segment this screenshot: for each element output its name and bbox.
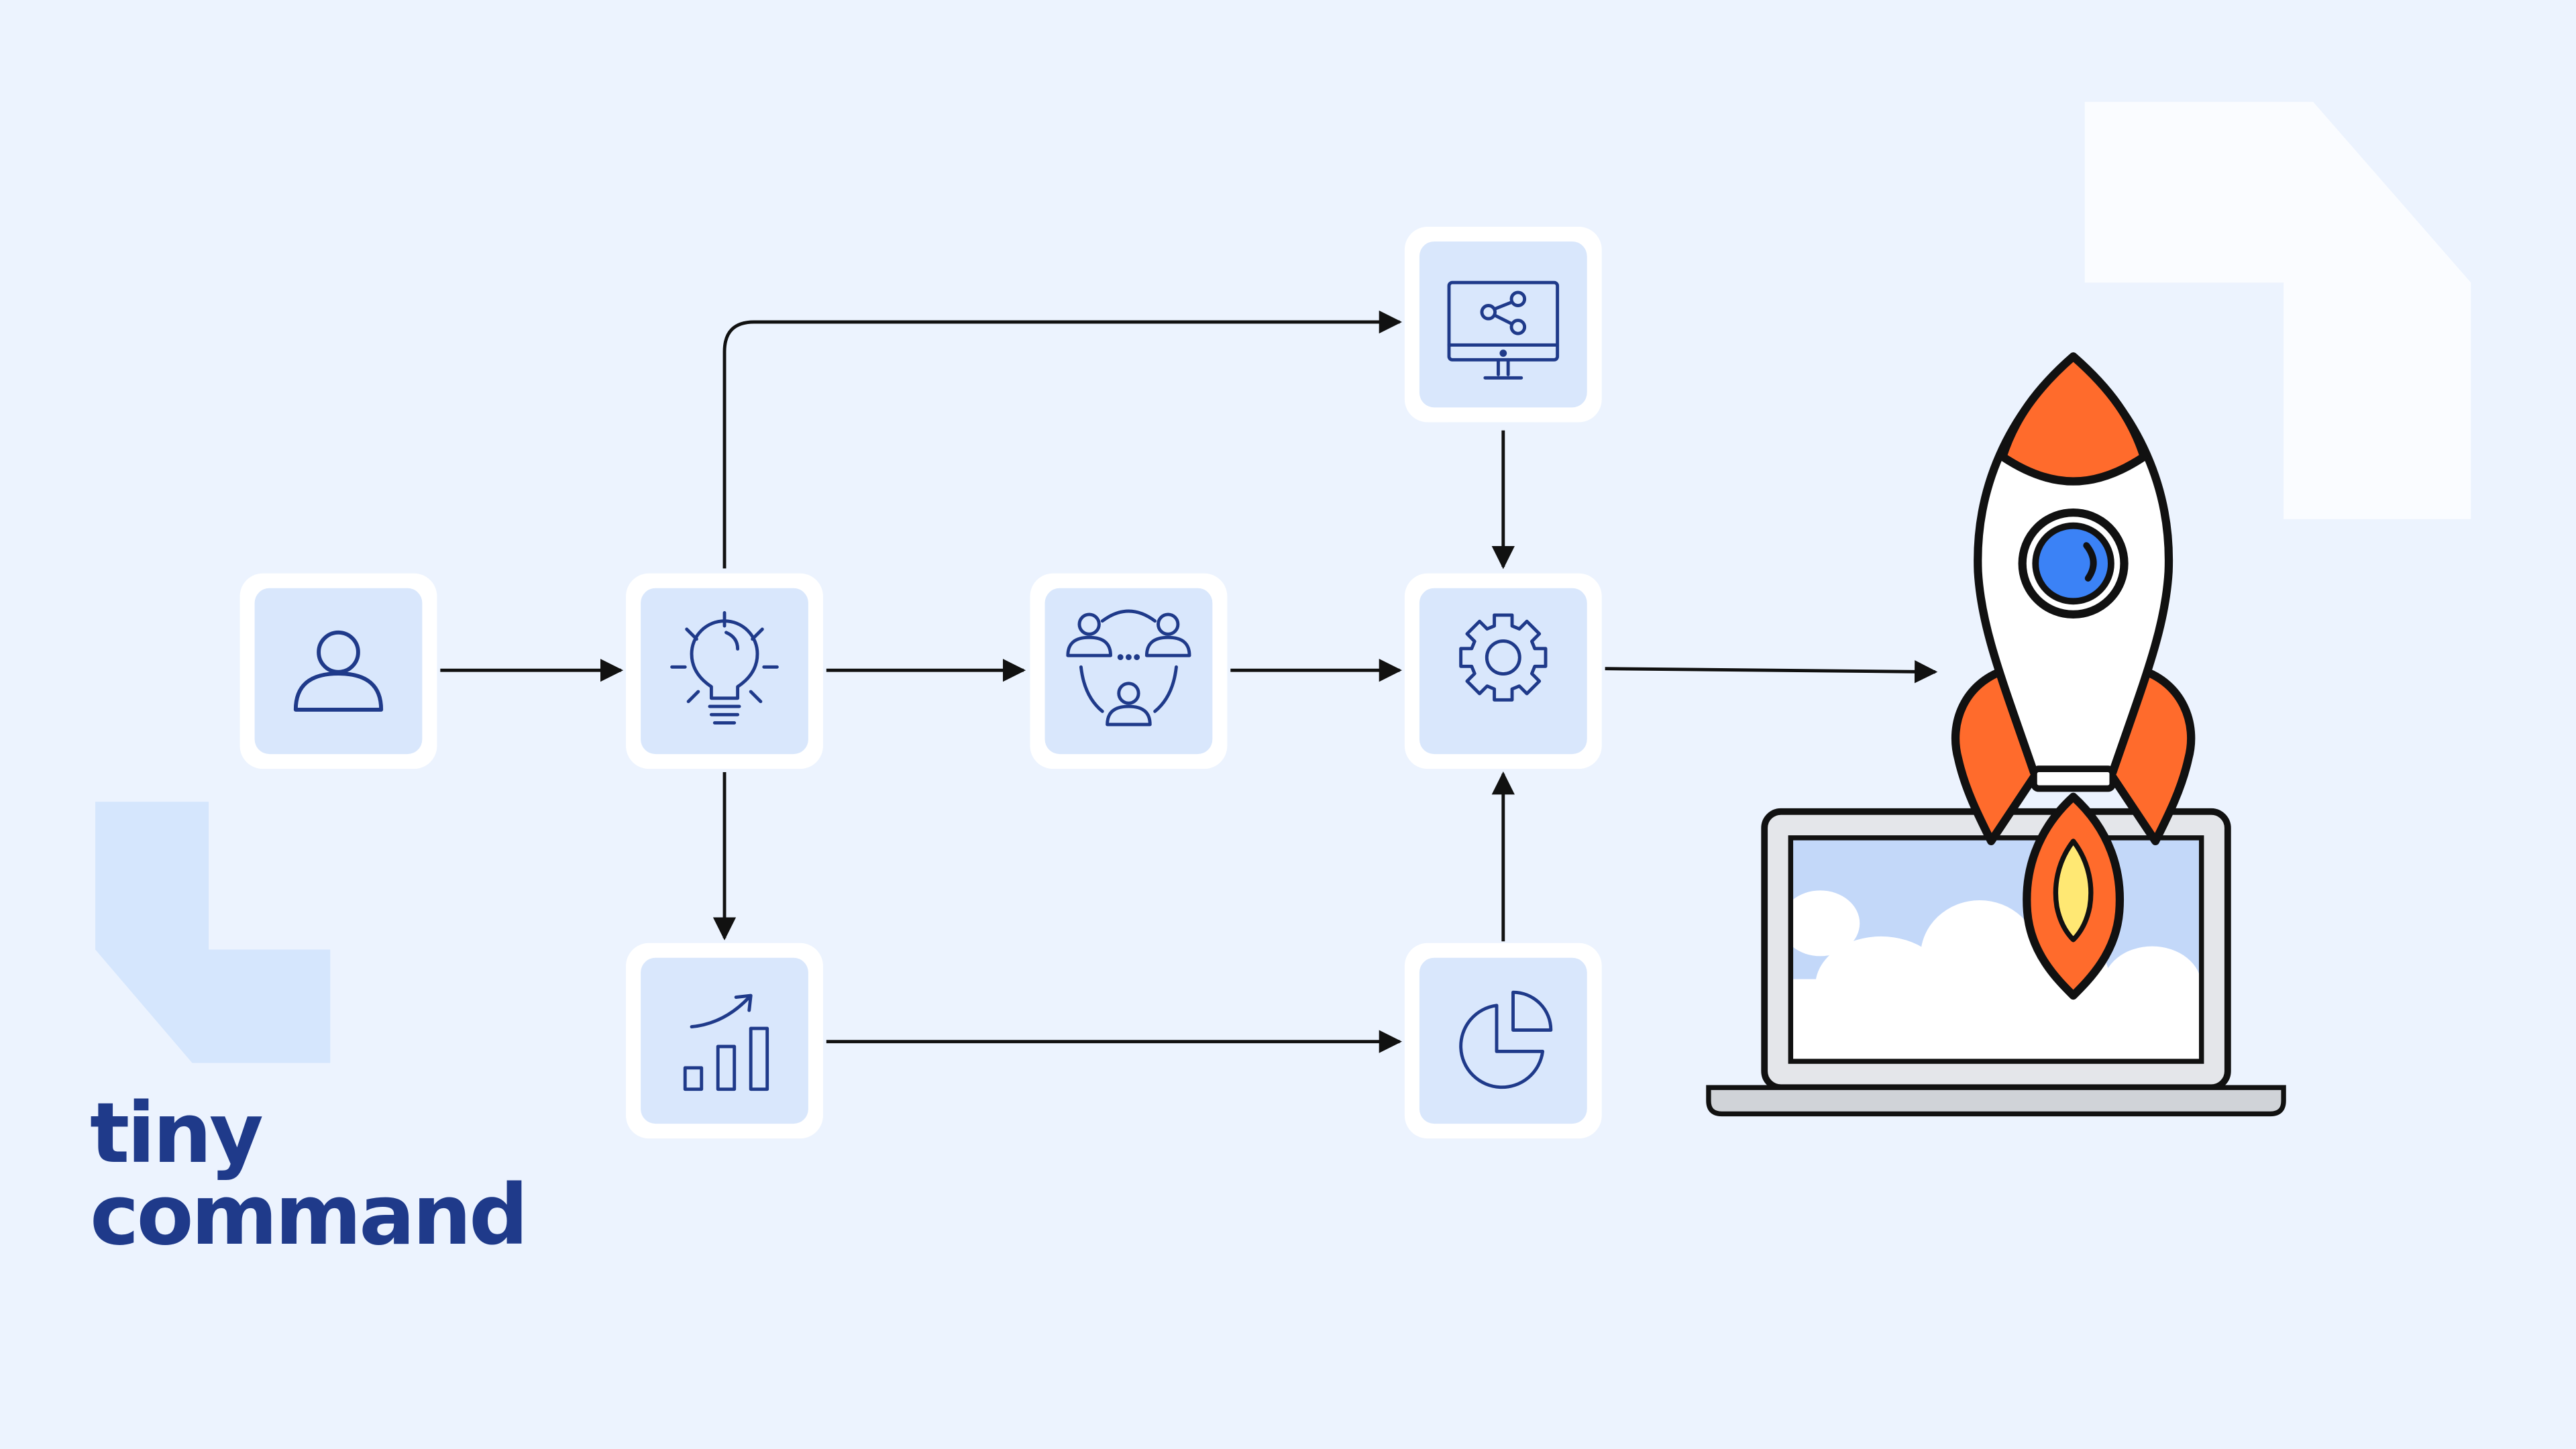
decor-shape-bottom-left (95, 802, 330, 1063)
node-idea (626, 574, 823, 769)
edge-idea-share (724, 322, 1400, 568)
laptop-icon (1709, 812, 2284, 1114)
node-share (1405, 227, 1602, 422)
node-collaboration (1030, 574, 1228, 769)
brand-logo: tiny command (90, 1093, 526, 1256)
edge-settings-launch (1605, 669, 1935, 672)
node-settings (1405, 574, 1602, 769)
node-analytics (1405, 943, 1602, 1138)
node-growth (626, 943, 823, 1138)
node-user (240, 574, 437, 769)
brand-line-2: command (90, 1175, 526, 1257)
brand-line-1: tiny (90, 1093, 526, 1175)
rocket-launch-illustration (1709, 356, 2284, 1114)
